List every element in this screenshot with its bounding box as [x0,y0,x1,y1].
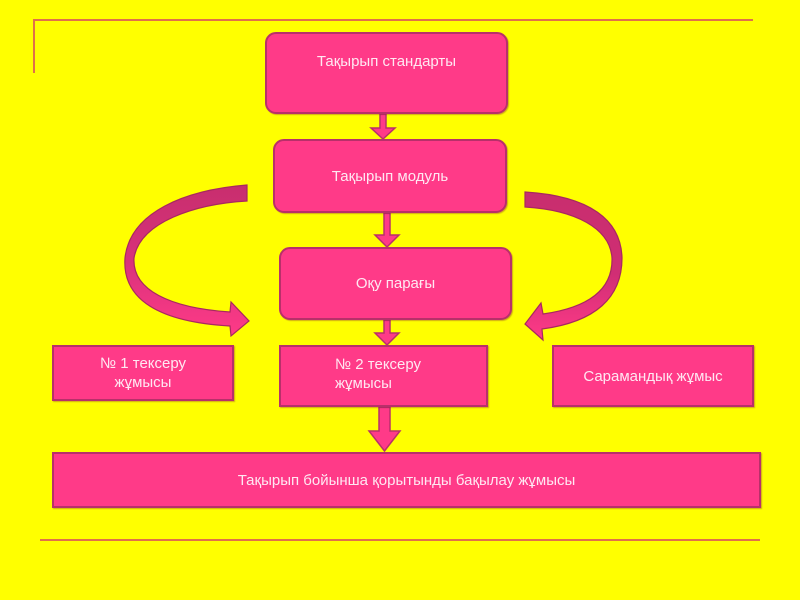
node-check1: № 1 тексеру жұмысы [52,345,234,401]
left-decor-line [33,19,35,73]
arrow-check2-to-final [367,406,402,453]
node-standard: Тақырып стандарты [265,32,508,114]
node-practical-label: Сарамандық жұмыс [583,367,723,385]
node-check1-line2: жұмысы [114,374,172,391]
node-check1-line1: № 1 тексеру [99,355,187,372]
node-standard-label: Тақырып стандарты [316,53,457,70]
top-decor-line [33,19,753,21]
node-module-label: Тақырып модуль [331,167,449,185]
node-module: Тақырып модуль [273,139,507,213]
node-reading-label: Оқу парағы [355,275,436,292]
curved-arrow-left [124,184,250,338]
node-reading: Оқу парағы [279,247,512,320]
arrow-module-to-reading [373,212,401,249]
node-final-label: Тақырып бойынша қорытынды бақылау жұмысы [237,471,576,489]
node-check2: № 2 тексеру жұмысы [279,345,488,407]
node-final: Тақырып бойынша қорытынды бақылау жұмысы [52,452,761,508]
arrow-reading-to-check2 [373,319,401,347]
node-check2-line1: № 2 тексеру [335,356,422,373]
arrow-standard-to-module [369,113,397,141]
node-check2-line2: жұмысы [335,375,392,392]
curved-arrow-right [524,191,623,342]
bottom-decor-line [40,539,760,541]
node-practical: Сарамандық жұмыс [552,345,754,407]
